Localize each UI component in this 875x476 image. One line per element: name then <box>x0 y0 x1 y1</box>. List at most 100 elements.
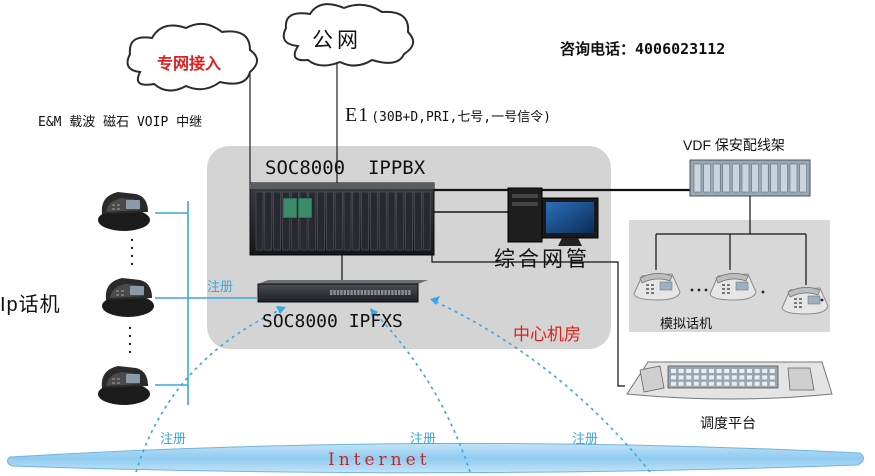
rack-slot <box>273 191 281 251</box>
register-label-3: 注册 <box>410 431 437 446</box>
dispatch-key <box>754 369 760 373</box>
ippbx-label: SOC8000 IPPBX <box>265 157 426 179</box>
room-label: 中心机房 <box>513 325 581 344</box>
dispatch-key <box>731 381 737 386</box>
fxs-port <box>408 290 411 295</box>
vdf-column <box>799 163 807 193</box>
rack-slot <box>343 191 352 251</box>
dispatch-key <box>739 381 745 386</box>
management-computer <box>507 187 599 246</box>
register-arrows <box>135 299 651 473</box>
rack-slot <box>290 191 299 251</box>
rack-slot <box>352 191 361 251</box>
fxs-port <box>336 290 340 295</box>
fxs-port <box>401 290 404 295</box>
public-network-label: 公网 <box>312 29 362 52</box>
rack-slot <box>282 191 290 251</box>
fxs-port <box>394 290 397 295</box>
dispatch-key <box>747 375 752 380</box>
dispatch-key <box>709 381 714 386</box>
register-arrow-3 <box>431 299 651 473</box>
ip-phone-3 <box>98 366 150 405</box>
private-network-cloud <box>126 22 258 92</box>
dispatch-key <box>769 381 775 386</box>
dispatch-key <box>762 381 768 386</box>
fxs-port <box>384 290 387 295</box>
rack-slot <box>255 191 264 251</box>
ippbx-rack <box>249 182 435 256</box>
dispatch-key <box>678 381 684 386</box>
dispatch-key <box>709 375 714 380</box>
internet-label: Internet <box>328 450 431 470</box>
dispatch-key <box>701 375 707 380</box>
vdf-column <box>770 163 779 193</box>
vdf-column <box>760 163 769 193</box>
vdf-column <box>780 163 788 193</box>
e1-detail: (30B+D,PRI,七号,一号信令) <box>371 110 551 125</box>
dispatch-key <box>731 369 737 373</box>
dispatch-key <box>686 369 692 373</box>
dispatch-key <box>724 381 730 386</box>
dispatch-key <box>671 381 676 386</box>
rack-slot <box>299 191 308 251</box>
rack-slot <box>414 191 422 251</box>
fxs-port <box>404 290 408 295</box>
dispatch-key <box>701 369 707 373</box>
internet-band <box>6 442 864 474</box>
fxs-port <box>374 290 377 295</box>
dispatch-key <box>724 375 730 380</box>
dispatch-key <box>693 381 699 386</box>
rack-slot <box>405 191 413 251</box>
rack-slot <box>264 191 273 251</box>
vdf-column <box>703 163 711 193</box>
dispatch-key <box>747 381 752 386</box>
dispatch-key <box>701 381 707 386</box>
fxs-port <box>343 290 346 295</box>
ip-phones-label: Ip话机 <box>0 294 61 316</box>
analog-phone-2 <box>709 272 757 301</box>
fxs-port <box>398 290 401 295</box>
ip-phone-1 <box>98 192 150 231</box>
dispatch-key <box>724 369 730 373</box>
ipfxs-label: SOC8000 IPFXS <box>262 311 403 332</box>
ippbx-dispatch-line <box>431 255 625 387</box>
rack-slot <box>422 191 431 251</box>
fxs-port <box>330 290 333 295</box>
fxs-port <box>340 290 343 295</box>
fxs-port <box>370 290 374 295</box>
rack-slot <box>387 191 396 251</box>
fxs-port <box>353 290 357 295</box>
vdf-frame <box>689 159 811 197</box>
fxs-port <box>357 290 360 295</box>
vdf-column <box>741 163 750 193</box>
e1-label: E1(30B+D,PRI,七号,一号信令) <box>345 104 551 127</box>
dispatch-console <box>626 361 833 400</box>
dispatch-key <box>731 375 737 380</box>
public-network-cloud <box>282 3 415 67</box>
dispatch-label: 调度平台 <box>700 415 756 431</box>
private-network-label: 专网接入 <box>157 56 222 73</box>
hotline-text: 咨询电话：4006023112 <box>560 40 726 58</box>
rack-slot <box>334 191 343 251</box>
register-label-2: 注册 <box>160 431 187 446</box>
dispatch-key <box>693 375 699 380</box>
vdf-column <box>712 163 721 193</box>
trunk-types-label: E&M 载波 磁石 VOIP 中继 <box>38 115 203 130</box>
vdf-column <box>732 163 740 193</box>
fxs-port <box>360 290 363 295</box>
rack-slot <box>326 191 334 251</box>
register-arrow-2 <box>371 309 471 473</box>
dispatch-key <box>671 369 676 373</box>
dispatch-key <box>686 381 692 386</box>
dispatch-key <box>693 369 699 373</box>
rack-slot <box>378 191 387 251</box>
register-arrowheads <box>276 296 440 318</box>
fxs-port <box>347 290 350 295</box>
management-label: 综合网管 <box>494 248 590 271</box>
register-arrow-1 <box>135 307 285 473</box>
dispatch-key <box>762 369 768 373</box>
fxs-port <box>333 290 336 295</box>
dispatch-key <box>678 369 684 373</box>
dispatch-key <box>678 375 684 380</box>
